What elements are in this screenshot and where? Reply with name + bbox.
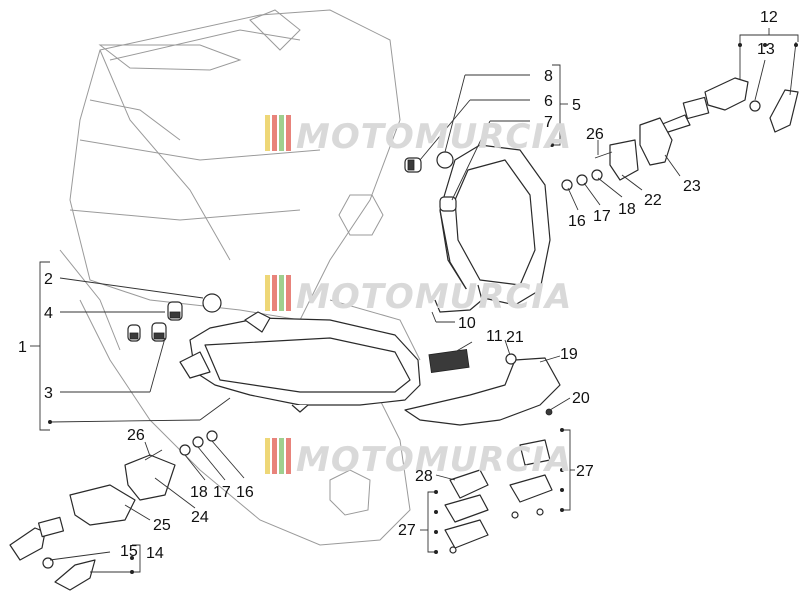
bulbs-3-4 bbox=[127, 301, 183, 342]
hexagon-mark bbox=[338, 194, 384, 236]
reflector-11 bbox=[428, 348, 470, 374]
scooter-rear-body bbox=[59, 9, 421, 546]
callout-23: 23 bbox=[683, 178, 701, 195]
leader-dots bbox=[48, 43, 798, 574]
callout-28: 28 bbox=[415, 468, 433, 485]
callout-18-left: 18 bbox=[190, 484, 208, 501]
callout-16-left: 16 bbox=[236, 484, 254, 501]
watermark-text: MOTOMURCIA bbox=[296, 277, 572, 317]
watermark-middle: MOTOMURCIA bbox=[265, 275, 572, 317]
leader-lines bbox=[30, 28, 799, 573]
callout-21: 21 bbox=[506, 329, 524, 346]
plate-gaskets bbox=[444, 439, 553, 554]
bulb-2 bbox=[202, 293, 222, 313]
callout-17-right: 17 bbox=[593, 208, 611, 225]
watermark-bottom: MOTOMURCIA bbox=[265, 438, 572, 480]
callout-16-right: 16 bbox=[568, 213, 586, 230]
callout-4: 4 bbox=[44, 305, 53, 322]
callout-22: 22 bbox=[644, 192, 662, 209]
callout-17-left: 17 bbox=[213, 484, 231, 501]
callout-20: 20 bbox=[572, 390, 590, 407]
callout-15: 15 bbox=[120, 543, 138, 560]
callout-24: 24 bbox=[191, 509, 209, 526]
rear-light-assembly bbox=[179, 311, 421, 413]
lower-bracket bbox=[404, 353, 561, 426]
callout-3: 3 bbox=[44, 385, 53, 402]
callout-26-right: 26 bbox=[586, 126, 604, 143]
callout-12: 12 bbox=[760, 9, 778, 26]
callout-8: 8 bbox=[544, 68, 553, 85]
callout-labels: 1 2 3 4 5 6 7 8 10 11 12 13 14 15 16 16 … bbox=[18, 9, 778, 562]
callout-27-left: 27 bbox=[398, 522, 416, 539]
callout-7: 7 bbox=[544, 114, 553, 131]
callout-1: 1 bbox=[18, 339, 27, 356]
callout-27-right: 27 bbox=[576, 463, 594, 480]
watermark-text: MOTOMURCIA bbox=[296, 440, 572, 480]
callout-6: 6 bbox=[544, 93, 553, 110]
callout-14: 14 bbox=[146, 545, 164, 562]
left-turn-signal bbox=[9, 430, 218, 591]
callout-11: 11 bbox=[486, 328, 503, 345]
callout-18-right: 18 bbox=[618, 201, 636, 218]
licence-plate-light bbox=[434, 144, 551, 313]
callout-5: 5 bbox=[572, 97, 581, 114]
watermark-top: MOTOMURCIA bbox=[265, 115, 572, 157]
callout-25: 25 bbox=[153, 517, 171, 534]
callout-13: 13 bbox=[757, 41, 775, 58]
bulbs-6-7 bbox=[404, 151, 457, 212]
callout-10: 10 bbox=[458, 315, 476, 332]
watermark-text: MOTOMURCIA bbox=[296, 117, 572, 157]
callout-2: 2 bbox=[44, 271, 53, 288]
right-turn-signal bbox=[561, 77, 799, 191]
callout-19: 19 bbox=[560, 346, 578, 363]
callout-26-left: 26 bbox=[127, 427, 145, 444]
